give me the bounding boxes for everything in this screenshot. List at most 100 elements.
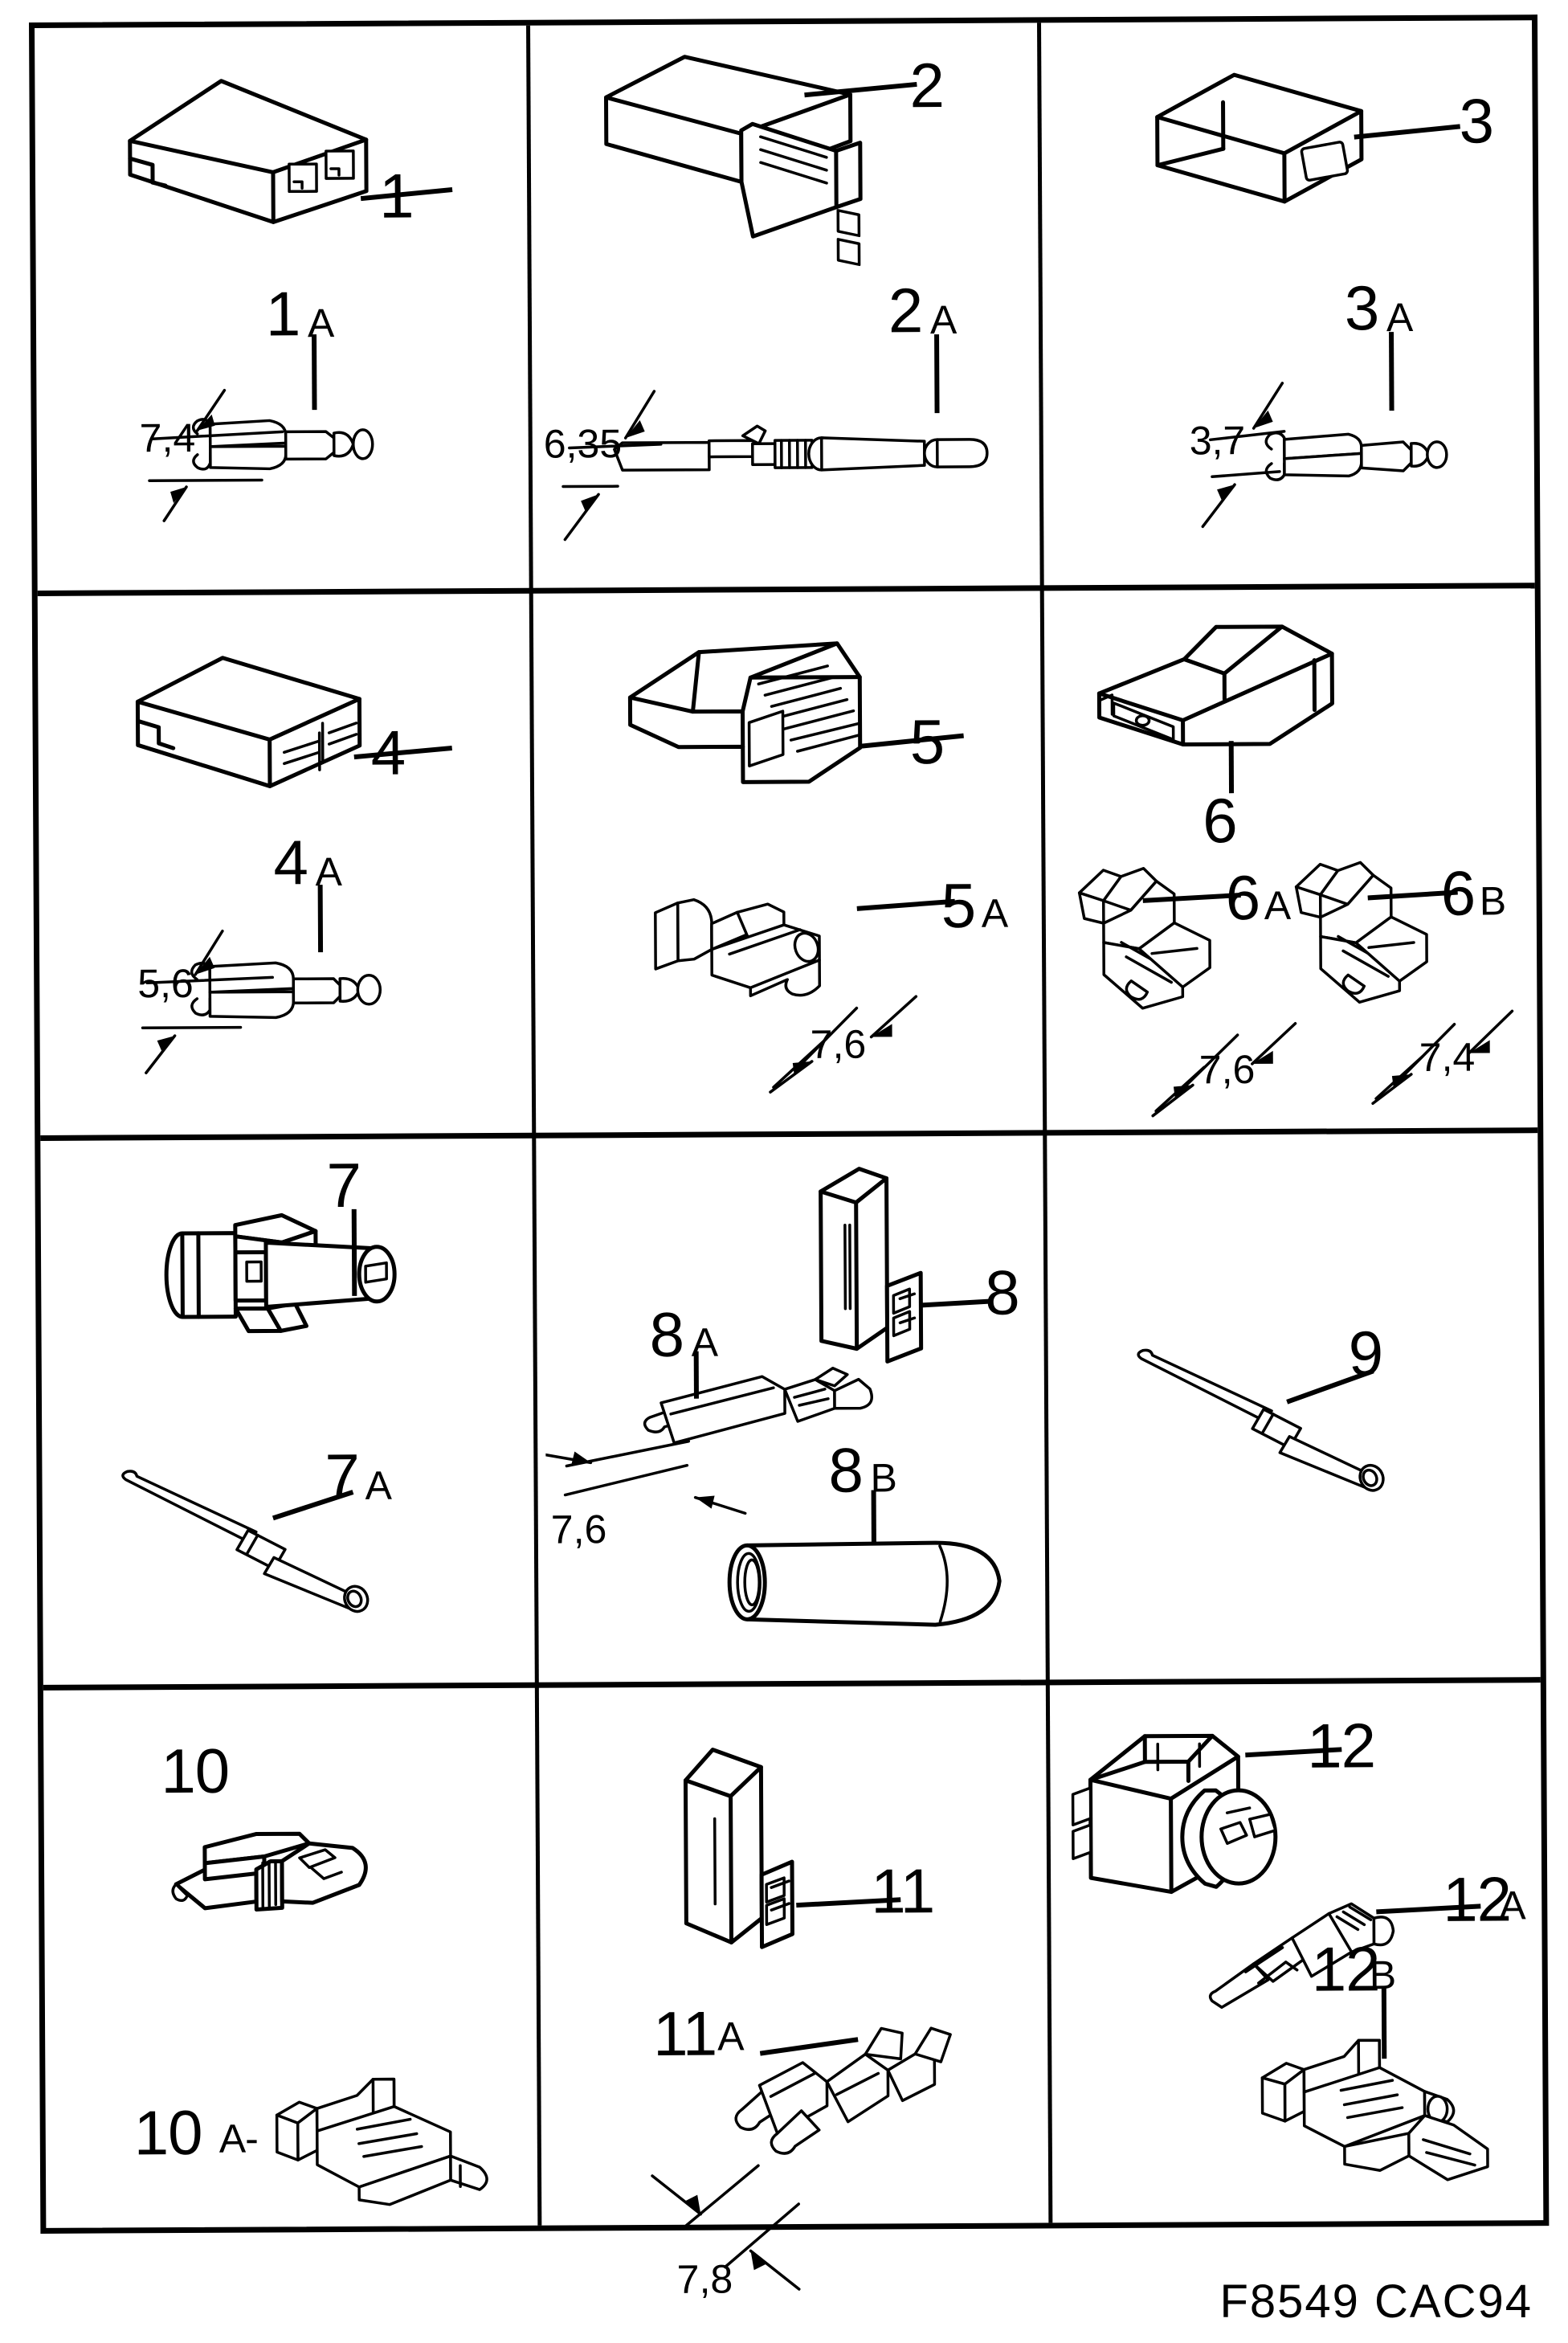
terminal-socket-female-12b-art xyxy=(1251,2036,1509,2190)
dimension-arrows-3a xyxy=(1201,382,1286,529)
dimension-label-6a: 7,6 xyxy=(1198,1047,1256,1093)
cell-10[interactable]: 10 10 A- xyxy=(43,1688,538,2239)
callout-9: 9 xyxy=(1348,1318,1383,1389)
connector-housing-4-art xyxy=(126,643,392,805)
connector-inline-10-art xyxy=(168,1826,394,1939)
callout-10a-number: 10 xyxy=(133,2096,202,2169)
connector-housing-3-art xyxy=(1145,59,1403,222)
callout-2a-suffix: A xyxy=(929,296,957,343)
connector-housing-1-art xyxy=(115,63,389,241)
plate-code: F8549 CAC94 xyxy=(1219,2276,1533,2328)
leader-7a xyxy=(272,1490,354,1521)
connector-housing-2-art xyxy=(594,46,917,267)
cell-5[interactable]: 5 7,6 xyxy=(533,591,1043,1132)
leader-11 xyxy=(796,1897,901,1908)
dimension-arrows-8a xyxy=(545,1439,747,1515)
dimension-arrows-4a xyxy=(141,930,274,1075)
leader-4 xyxy=(353,746,452,760)
callout-8a-number: 8 xyxy=(649,1298,684,1370)
cell-12[interactable]: 12 12 A xyxy=(1050,1683,1545,2234)
cell-1[interactable]: 1 7,4 xyxy=(35,26,529,591)
connector-flat-8-art xyxy=(809,1157,994,1383)
terminal-2a-art xyxy=(584,407,1011,498)
dimension-label-1a: 7,4 xyxy=(139,415,196,461)
cell-8[interactable]: 8 7,6 xyxy=(536,1135,1046,1682)
callout-6a-number: 6 xyxy=(1225,861,1260,934)
terminal-pin-male-12a-art xyxy=(1208,1884,1418,2014)
leader-6a xyxy=(1142,892,1241,903)
dimension-label-8a: 7,6 xyxy=(550,1507,607,1552)
leader-11a xyxy=(759,2037,859,2056)
parts-plate-frame: 1 7,4 xyxy=(29,14,1550,2302)
callout-7a-number: 7 xyxy=(325,1440,360,1512)
cell-2[interactable]: 2 xyxy=(530,22,1040,587)
callout-8b-number: 8 xyxy=(828,1434,864,1506)
leader-8a xyxy=(693,1351,699,1399)
cell-9[interactable]: 9 xyxy=(1047,1133,1541,1679)
callout-2: 2 xyxy=(909,50,945,121)
terminal-7a-art xyxy=(112,1461,402,1615)
terminal-4a-art xyxy=(166,941,424,1031)
dimension-label-5a: 7,6 xyxy=(810,1021,867,1067)
leader-7 xyxy=(351,1208,357,1296)
connector-2way-sealed-12-art xyxy=(1068,1716,1325,1919)
callout-6b-suffix: B xyxy=(1479,878,1506,924)
connector-housing-5-art xyxy=(622,633,912,820)
connector-cylindrical-7-art xyxy=(145,1203,451,1389)
leader-12b xyxy=(1381,1987,1387,2059)
terminal-8a-art xyxy=(642,1367,916,1474)
callout-5: 5 xyxy=(909,706,945,778)
leader-6b xyxy=(1367,889,1458,901)
cell-6[interactable]: 6 xyxy=(1044,588,1539,1130)
leader-3a xyxy=(1389,332,1394,411)
callout-11a-number: 11 xyxy=(652,1997,717,2069)
leader-1 xyxy=(360,186,453,202)
callout-3a-number: 3 xyxy=(1344,272,1379,344)
cell-4[interactable]: 4 5,6 xyxy=(38,594,533,1135)
leader-5 xyxy=(859,733,964,749)
dimension-label-6b: 7,4 xyxy=(1419,1034,1476,1080)
callout-10: 10 xyxy=(161,1735,230,1807)
leader-8b xyxy=(871,1490,876,1546)
leader-5a xyxy=(856,898,955,911)
callout-4: 4 xyxy=(370,717,406,788)
leader-9 xyxy=(1286,1368,1374,1405)
dimension-label-3a: 3,7 xyxy=(1189,418,1246,464)
callout-1: 1 xyxy=(378,160,414,231)
terminal-5a-art xyxy=(649,890,915,1028)
callout-8a-suffix: A xyxy=(691,1319,718,1365)
callout-12b-suffix: B xyxy=(1369,1952,1396,1998)
leader-2a xyxy=(934,334,940,414)
terminal-11a-art xyxy=(730,2017,996,2203)
callout-2a-number: 2 xyxy=(888,275,923,346)
cell-7[interactable]: 7 7 A xyxy=(40,1139,535,1685)
callout-11: 11 xyxy=(870,1855,935,1927)
callout-10a-suffix: A- xyxy=(218,2116,258,2161)
callout-6b-number: 6 xyxy=(1440,857,1476,929)
callout-5a-suffix: A xyxy=(981,890,1008,936)
dimension-arrows-1a xyxy=(148,388,284,522)
dimension-arrows-6a xyxy=(1151,1022,1297,1118)
dimension-label-11a: 7,8 xyxy=(676,2256,733,2302)
callout-3: 3 xyxy=(1459,85,1494,157)
insulating-sleeve-8b-art xyxy=(723,1531,1029,1646)
leader-8 xyxy=(921,1298,990,1308)
callout-7a-suffix: A xyxy=(365,1462,392,1508)
leader-12a xyxy=(1376,1903,1481,1915)
connector-flat-11-art xyxy=(674,1737,900,1971)
terminal-10a-art xyxy=(260,2066,518,2220)
terminal-socket-9-art xyxy=(1129,1339,1419,1494)
terminal-6b-art xyxy=(1284,847,1510,1016)
dimension-label-2a: 6,35 xyxy=(543,421,623,467)
leader-3 xyxy=(1354,124,1460,140)
callout-12: 12 xyxy=(1307,1710,1376,1781)
leader-2 xyxy=(804,81,917,98)
dimension-arrows-11a xyxy=(651,2164,801,2291)
callout-5a-number: 5 xyxy=(941,869,976,942)
callout-4a-number: 4 xyxy=(273,827,308,898)
cell-11[interactable]: 11 xyxy=(539,1685,1049,2302)
leader-12 xyxy=(1245,1747,1342,1758)
cell-3[interactable]: 3 3,7 xyxy=(1041,20,1536,585)
dimension-label-4a: 5,6 xyxy=(137,960,194,1007)
connector-housing-6-art xyxy=(1092,613,1366,775)
